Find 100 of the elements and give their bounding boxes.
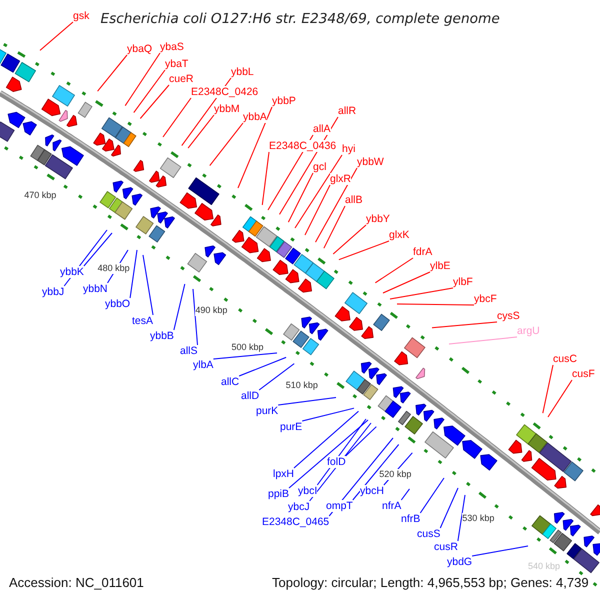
position-label: 500 kbp — [232, 342, 264, 354]
leader-line — [278, 397, 336, 406]
gene-label: argU — [517, 325, 540, 337]
gene-label: ybbJ — [42, 286, 64, 298]
gene-label: glxR — [330, 173, 352, 185]
gene-label: allA — [313, 123, 331, 135]
leader-line — [382, 272, 430, 294]
gene-label: hyi — [342, 143, 356, 155]
gene-label: ylbA — [193, 359, 214, 371]
gene-label: ybbY — [366, 213, 390, 225]
leader-line — [133, 70, 166, 114]
gene-label: allD — [241, 390, 260, 402]
position-label: 510 kbp — [286, 380, 318, 392]
gene-label: ppiB — [268, 488, 290, 500]
position-label: 530 kbp — [462, 513, 494, 524]
gene-label: purE — [280, 421, 302, 433]
gene-label: fdrA — [413, 246, 432, 258]
leader-line — [173, 284, 186, 330]
gene-label: ybcI — [298, 485, 318, 497]
gene-label: ylbF — [453, 276, 473, 288]
gene-label: ybcJ — [288, 501, 310, 513]
leader-line — [64, 230, 108, 286]
gene-label: cusR — [434, 541, 458, 553]
leader-line — [420, 478, 444, 514]
gene-label: allB — [345, 194, 363, 206]
gene-label: E2348C_0465 — [262, 516, 330, 528]
gene-label: lpxH — [273, 468, 294, 480]
gene-label: ylbE — [430, 260, 450, 272]
gene-label: nfrB — [401, 513, 420, 525]
gene-label: ybbO — [105, 298, 130, 310]
gene-label: allC — [221, 376, 240, 388]
gene-label: purK — [256, 405, 278, 417]
gene-label: glxK — [389, 229, 410, 241]
leader-line — [288, 172, 314, 223]
leader-line — [390, 288, 454, 300]
leader-line — [309, 422, 372, 502]
map-title: Escherichia coli O127:H6 str. E2348/69, complete genome — [100, 10, 500, 26]
gene-label: E2348C_0426 — [191, 86, 258, 98]
leader-line — [304, 184, 330, 236]
leader-line — [142, 254, 154, 316]
leader-line — [162, 98, 192, 138]
gene-label: ybbW — [357, 156, 384, 168]
position-label: 490 kbp — [195, 304, 228, 316]
gene-label: allS — [180, 345, 198, 357]
leader-line — [374, 258, 414, 284]
gene-label: gcl — [313, 161, 326, 173]
leader-line — [396, 304, 474, 306]
leader-line — [83, 232, 112, 266]
gene-label: ybcF — [474, 293, 497, 305]
gene-label: allR — [338, 105, 356, 117]
leader-line — [97, 54, 128, 92]
gene-label: ybdG — [447, 556, 472, 568]
leader-line — [432, 322, 498, 328]
leader-line — [124, 52, 160, 106]
leader-line — [316, 418, 366, 486]
gene-label: gsk — [73, 10, 90, 22]
leader-line — [315, 168, 358, 243]
leader-line — [332, 224, 366, 254]
position-label: 480 kbp — [98, 263, 130, 274]
gene-label: tesA — [132, 315, 154, 327]
leader-line — [400, 488, 410, 500]
gene-label: cueR — [169, 73, 194, 85]
leader-line — [288, 420, 368, 488]
gene-label: ompT — [326, 500, 353, 512]
gene-label: E2348C_0436 — [269, 140, 336, 152]
accession-text: Accession: NC_011601 — [9, 575, 144, 590]
leader-line — [352, 444, 400, 500]
leader-line — [262, 152, 270, 206]
leader-line — [140, 84, 170, 119]
leader-line — [294, 154, 342, 228]
gene-label: ybbL — [231, 66, 254, 78]
leader-line — [209, 122, 244, 166]
gene-label: cysS — [497, 310, 520, 322]
position-label: 520 kbp — [379, 468, 412, 480]
leader-line — [448, 336, 518, 344]
leader-line — [40, 22, 74, 51]
position-label: 470 kbp — [24, 190, 56, 201]
gene-label: ybaQ — [127, 43, 152, 55]
gene-label: cusS — [417, 528, 440, 540]
gene-label: ybaS — [160, 41, 184, 53]
leader-line — [188, 114, 214, 149]
leader-line — [457, 494, 466, 542]
leader-line — [323, 206, 346, 249]
gene-label: ybbN — [83, 283, 108, 295]
gene-label: ybbM — [214, 103, 240, 115]
leader-line — [548, 380, 572, 418]
leader-line — [130, 250, 138, 298]
genome-stats-text: Topology: circular; Length: 4,965,553 bp; Genes: 4,739 — [272, 575, 589, 590]
gene-label: cusF — [572, 368, 595, 380]
leader-line — [294, 410, 359, 468]
gene-label: ybbP — [272, 95, 296, 107]
leader-line — [345, 426, 377, 456]
leader-line — [258, 363, 295, 390]
gene-label: folD — [327, 456, 346, 468]
gene-label: ybbA — [243, 111, 267, 123]
leader-line — [238, 106, 272, 188]
gene-label: ybbB — [150, 330, 174, 342]
gene-label: nfrA — [382, 500, 402, 512]
leader-line — [279, 116, 338, 215]
leader-line — [192, 288, 198, 346]
